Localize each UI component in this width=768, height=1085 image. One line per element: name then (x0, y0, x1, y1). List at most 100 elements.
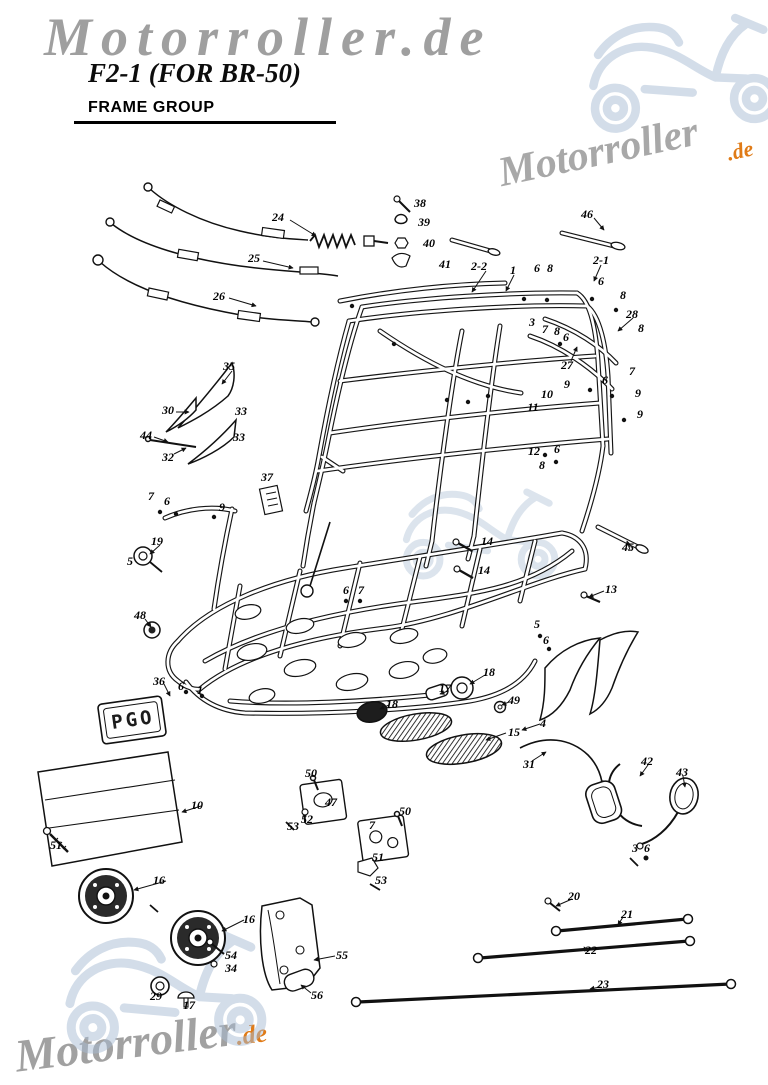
part-label-3: 3 (632, 841, 638, 855)
grip-caps (487, 241, 649, 554)
part-label-41: 41 (439, 257, 451, 271)
title-underline (74, 121, 336, 124)
part-label-14: 14 (481, 534, 493, 548)
part-label-35: 35 (223, 359, 235, 373)
part-label-50: 50 (399, 804, 411, 818)
small-fasteners-top (391, 195, 411, 268)
part-label-5: 5 (534, 617, 540, 631)
part-label-17: 17 (183, 998, 195, 1012)
part-label-29: 29 (150, 989, 162, 1003)
part-label-27: 27 (561, 358, 573, 372)
wheel-drum (78, 868, 134, 924)
part-label-6: 6 (563, 330, 569, 344)
wheel-drum (170, 910, 226, 966)
page-title: F2-1 (FOR BR-50) (88, 58, 302, 88)
part-label-8: 8 (620, 288, 626, 302)
part-label-6: 6 (554, 442, 560, 456)
part-label-55: 55 (336, 948, 348, 962)
part-label-25: 25 (248, 251, 260, 265)
mount-brackets (42, 774, 410, 891)
part-label-54: 54 (225, 948, 237, 962)
part-label-36: 36 (153, 674, 165, 688)
part-label-23: 23 (597, 977, 609, 991)
part-label-9: 9 (564, 377, 570, 391)
part-label-6: 6 (598, 274, 604, 288)
part-label-6: 6 (644, 841, 650, 855)
part-label-13: 13 (605, 582, 617, 596)
floor-cutouts (234, 604, 448, 704)
part-label-7: 7 (629, 364, 635, 378)
part-label-42: 42 (641, 754, 653, 768)
part-label-16: 16 (243, 912, 255, 926)
tie-rods (350, 855, 737, 1008)
part-label-49: 49 (508, 693, 520, 707)
floor-mats (356, 676, 507, 766)
mirrors (585, 763, 699, 850)
part-label-3: 3 (529, 315, 535, 329)
part-label-53: 53 (287, 819, 299, 833)
part-label-4: 4 (540, 716, 546, 730)
part-label-12: 12 (528, 444, 540, 458)
part-label-7: 7 (358, 583, 364, 597)
wheel-drums (78, 868, 226, 966)
leader-lines (133, 217, 687, 994)
part-label-21: 21 (621, 907, 633, 921)
part-label-24: 24 (272, 210, 284, 224)
part-label-17: 17 (439, 681, 451, 695)
part-label-11: 11 (527, 400, 539, 414)
part-label-51: 51 (372, 850, 384, 864)
part-label-16: 16 (153, 873, 165, 887)
part-label-2-2: 2-2 (471, 259, 487, 273)
part-label-15: 15 (508, 725, 520, 739)
part-label-53: 53 (375, 873, 387, 887)
part-label-6: 6 (164, 494, 170, 508)
part-label-8: 8 (554, 324, 560, 338)
scooter-logo-watermark (589, 16, 768, 130)
part-label-8: 8 (638, 321, 644, 335)
part-label-40: 40 (423, 236, 435, 250)
part-label-34: 34 (225, 961, 237, 975)
part-label-28: 28 (626, 307, 638, 321)
part-label-6: 6 (343, 583, 349, 597)
part-label-10: 10 (541, 387, 553, 401)
part-label-6: 6 (543, 633, 549, 647)
part-label-8: 8 (539, 458, 545, 472)
part-label-51: 51 (50, 838, 62, 852)
part-label-1: 1 (510, 263, 516, 277)
part-label-37: 37 (261, 470, 273, 484)
part-label-50: 50 (305, 766, 317, 780)
part-label-5: 5 (127, 554, 133, 568)
panel-pieces (144, 361, 284, 516)
part-label-48: 48 (134, 608, 146, 622)
part-label-47: 47 (325, 795, 337, 809)
part-label-33: 33 (235, 404, 247, 418)
part-label-39: 39 (418, 215, 430, 229)
part-label-18: 18 (483, 665, 495, 679)
bottom-bracket-parts (150, 897, 321, 1008)
watermark-top: Motorroller.de (44, 7, 493, 67)
part-label-44: 44 (140, 428, 152, 442)
part-label-30: 30 (162, 403, 174, 417)
part-label-56: 56 (311, 988, 323, 1002)
misc-screws (452, 538, 601, 604)
hardware-dots (157, 296, 627, 699)
part-label-20: 20 (568, 889, 580, 903)
part-label-7: 7 (369, 818, 375, 832)
part-label-33: 33 (233, 430, 245, 444)
part-label-9: 9 (219, 500, 225, 514)
page-subtitle: FRAME GROUP (88, 99, 215, 116)
part-label-7: 7 (542, 322, 548, 336)
part-label-6: 6 (602, 373, 608, 387)
part-label-14: 14 (478, 563, 490, 577)
part-label-32: 32 (162, 450, 174, 464)
part-label-19: 19 (151, 534, 163, 548)
part-label-1: 1 (197, 683, 203, 697)
part-label-6: 6 (178, 679, 184, 693)
control-cables (92, 182, 389, 327)
part-label-2-1: 2-1 (593, 253, 609, 267)
part-label-9: 9 (635, 386, 641, 400)
part-label-38: 38 (414, 196, 426, 210)
part-label-43: 43 (676, 765, 688, 779)
part-label-22: 22 (585, 943, 597, 957)
